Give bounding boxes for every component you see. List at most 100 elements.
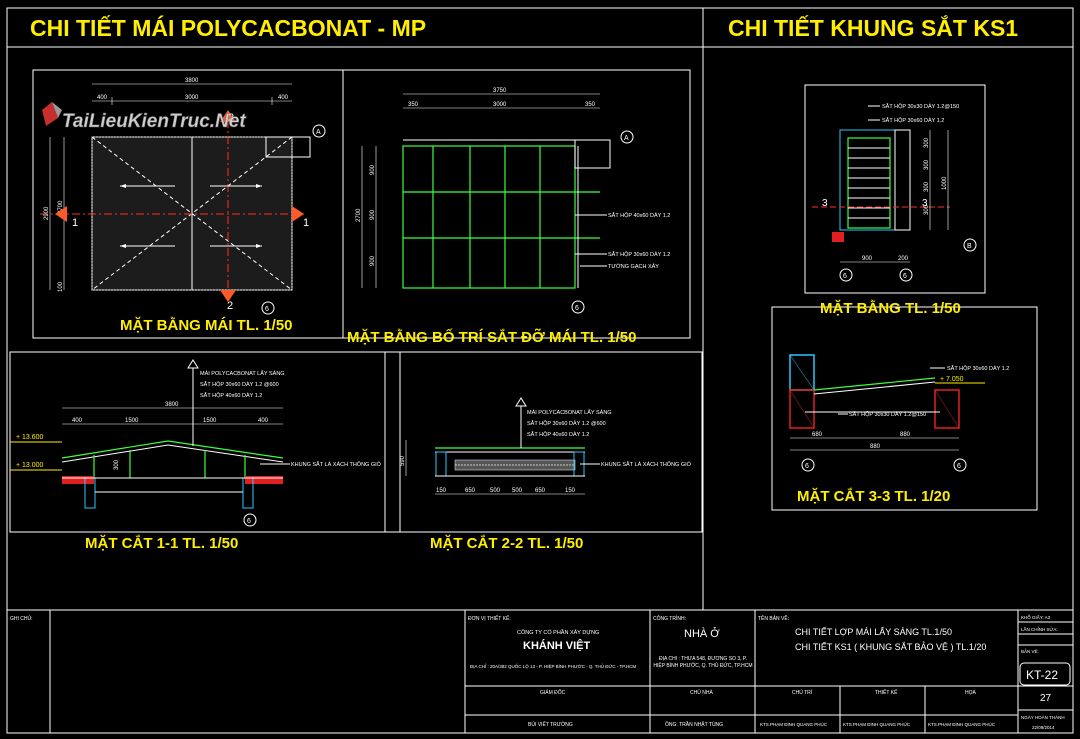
tb-design-label: THIẾT KẾ: [875, 689, 898, 696]
section-2-bottom-label: 2: [227, 300, 233, 312]
right-header-title: CHI TIẾT KHUNG SẮT KS1: [728, 14, 1018, 41]
ks1-plan-frame: [804, 84, 986, 294]
section-1-1-view: 3800 400 1500 1500 400 300 + 13.600 + 13…: [10, 359, 382, 552]
sec11-note-beam: SẮT HỘP 40x60 DÀY 1.2: [200, 391, 262, 399]
dim-roof-left: 400: [97, 95, 108, 101]
dim-sec11-overall: 3800: [165, 402, 179, 408]
dim-roof-mid: 3000: [185, 95, 199, 101]
tb-draw-name: KTS.PHẠM ĐÌNH QUANG PHÚC: [928, 721, 996, 727]
tb-completion-label: NGÀY HOÀN THÀNH: [1021, 714, 1065, 720]
steel-plan-title: MẶT BẰNG BỐ TRÍ SẮT ĐỠ MÁI TL. 1/50: [347, 328, 636, 346]
tb-company-address: ĐỊA CHỈ : 20A/382 QUỐC LỘ 13 - P. HIỆP B…: [470, 662, 636, 669]
sec11-note-vent: KHUNG SẮT LÁ XÁCH THÔNG GIÓ: [291, 460, 382, 468]
section-1-left-marker: [55, 206, 67, 222]
sec22-note-purlin: SẮT HỘP 30x60 DÀY 1.2 @600: [527, 419, 606, 427]
tb-sheet-code-box: [1019, 662, 1071, 686]
tb-sheet-label: BẢN VẼ:: [1021, 648, 1039, 654]
tb-notes-label: GHI CHÚ:: [10, 615, 33, 622]
ks1-plan-view: 3 3 300 300 300 300 1000 900 200 SẮT HỘP…: [812, 102, 977, 317]
tb-project-label: CÔNG TRÌNH:: [653, 615, 686, 622]
tb-design-unit-label: ĐƠN VỊ THIẾT KẾ:: [468, 615, 511, 622]
tb-owner-name: ÔNG: TRẦN NHẬT TÙNG: [665, 721, 723, 728]
dim-roof-bottom: 100: [58, 281, 64, 292]
dim-steel-mid: 3000: [493, 102, 507, 108]
dim-ks1-total: 1000: [942, 176, 948, 190]
roof-plan-title: MẶT BẰNG MÁI TL. 1/50: [120, 316, 293, 334]
axis-a-steel: A: [624, 135, 629, 142]
section-3-right-label: 3: [922, 198, 928, 209]
left-header-title: CHI TIẾT MÁI POLYCACBONAT - MP: [30, 14, 426, 41]
dim-sec22-b: 650: [465, 488, 476, 494]
axis-6-steel: 6: [575, 305, 579, 312]
dim-ks1-b: 300: [924, 159, 930, 170]
dim-steel-row3: 900: [370, 255, 376, 266]
tb-lead-label: CHỦ TRÌ: [792, 689, 813, 696]
dim-sec11-a: 400: [72, 418, 83, 424]
tb-drawing-name-1: CHI TIẾT LỢP MÁI LẤY SÁNG TL.1/50: [795, 627, 952, 637]
dim-sec33-c: 880: [870, 444, 881, 450]
sec11-note-purlin: SẮT HỘP 30x60 DÀY 1.2 @600: [200, 380, 279, 388]
section-2-bottom-marker: [220, 290, 236, 302]
section-1-right-label: 1: [303, 217, 309, 229]
dim-roof-overall: 3800: [185, 78, 199, 84]
dim-sec11-300: 300: [114, 459, 120, 470]
axis-b-ks1: B: [967, 243, 972, 250]
dim-sec33-b: 880: [900, 432, 911, 438]
level-13600: + 13.600: [16, 434, 44, 441]
level-13000: + 13.000: [16, 462, 44, 469]
steel-layout-plan-view: 3750 350 3000 350 900 2700 900 900 SẮT H…: [347, 88, 670, 346]
dim-sec11-b: 1500: [125, 418, 139, 424]
axis-6-ks1-b: 6: [903, 273, 907, 280]
section33-frame: [771, 306, 1038, 511]
note-brick-wall: TƯỜNG GẠCH XÂY: [608, 263, 659, 270]
level-7050: + 7.050: [940, 376, 964, 383]
roof-plan-view: 3800 400 3000 400 2900 2700 100 1 1 2 2 …: [40, 78, 326, 334]
ks1-plan-title: MẶT BẰNG TL. 1/50: [820, 299, 961, 317]
axis-6-sec33-a: 6: [805, 463, 809, 470]
tb-sheet-code: KT-22: [1026, 668, 1058, 682]
dim-steel-height: 2700: [356, 208, 362, 222]
dim-sec22-c: 500: [490, 488, 501, 494]
axis-6-sec11: 6: [247, 518, 251, 525]
tb-design-name: KTS.PHẠM ĐÌNH QUANG PHÚC: [843, 721, 911, 727]
plans-frame: [32, 69, 691, 339]
dim-sec22-e: 650: [535, 488, 546, 494]
dim-steel-row2: 900: [370, 209, 376, 220]
sections-frame: [9, 351, 703, 533]
tb-completion-date: 22/09/2014: [1032, 725, 1055, 730]
section-2-2-view: 150 650 500 500 650 150 590 MÁI POLYCACB…: [400, 397, 692, 552]
dim-steel-left: 350: [408, 102, 419, 108]
section-3-3-view: 680 880 880 SẮT HỘP 30x60 DÀY 1.2 SẮT HỘ…: [789, 354, 1009, 505]
note-steel-30x60: SẮT HỘP 30x60 DÀY 1.2: [608, 250, 670, 258]
sheet-border: [6, 7, 1074, 734]
dim-sec11-d: 400: [258, 418, 269, 424]
dim-ks1-c: 300: [924, 181, 930, 192]
tb-lead-name: KTS.PHẠM ĐÌNH QUANG PHÚC: [760, 721, 828, 727]
tb-owner-label: CHỦ NHÀ: [690, 689, 713, 696]
tb-director-label: GIÁM ĐỐC: [540, 689, 566, 696]
tb-company-name: KHÁNH VIỆT: [523, 639, 591, 652]
section-1-right-marker: [292, 206, 304, 222]
sec33-note-30x60: SẮT HỘP 30x60 DÀY 1.2: [947, 364, 1009, 372]
section22-title: MẶT CẮT 2-2 TL. 1/50: [430, 534, 583, 552]
dim-ks1-side: 200: [898, 256, 909, 262]
dim-sec22-f: 150: [565, 488, 576, 494]
sec22-note-vent: KHUNG SẮT LÁ XÁCH THÔNG GIÓ: [601, 460, 692, 468]
title-block: GHI CHÚ: ĐƠN VỊ THIẾT KẾ: CÔNG TY CỔ PHẦ…: [10, 610, 1073, 733]
dim-roof-right: 400: [278, 95, 289, 101]
axis-6-ks1-a: 6: [843, 273, 847, 280]
watermark-text: TaiLieuKienTruc.Net: [62, 111, 246, 132]
dim-sec22-d: 500: [512, 488, 523, 494]
dim-roof-height: 2700: [58, 200, 64, 214]
tb-drawing-name-label: TÊN BẢN VẼ:: [758, 614, 789, 622]
section11-title: MẶT CẮT 1-1 TL. 1/50: [85, 534, 238, 552]
dim-steel-row1: 900: [370, 164, 376, 175]
sec11-note-roof: MÁI POLYCACBONAT LẤY SÁNG: [200, 370, 285, 377]
sec33-note-30x30: SẮT HỘP 30x30 DÀY 1.2@150: [849, 410, 926, 418]
section-2-top-label: 2: [228, 112, 234, 124]
tb-drawing-name-2: CHI TIẾT KS1 ( KHUNG SẮT BẢO VỆ ) TL.1/2…: [795, 641, 986, 652]
tb-sheet-number: 27: [1040, 693, 1052, 704]
dim-steel-overall: 3750: [493, 88, 507, 94]
ks1-note-30x30: SẮT HỘP 30x30 DÀY 1.2@150: [882, 102, 959, 110]
